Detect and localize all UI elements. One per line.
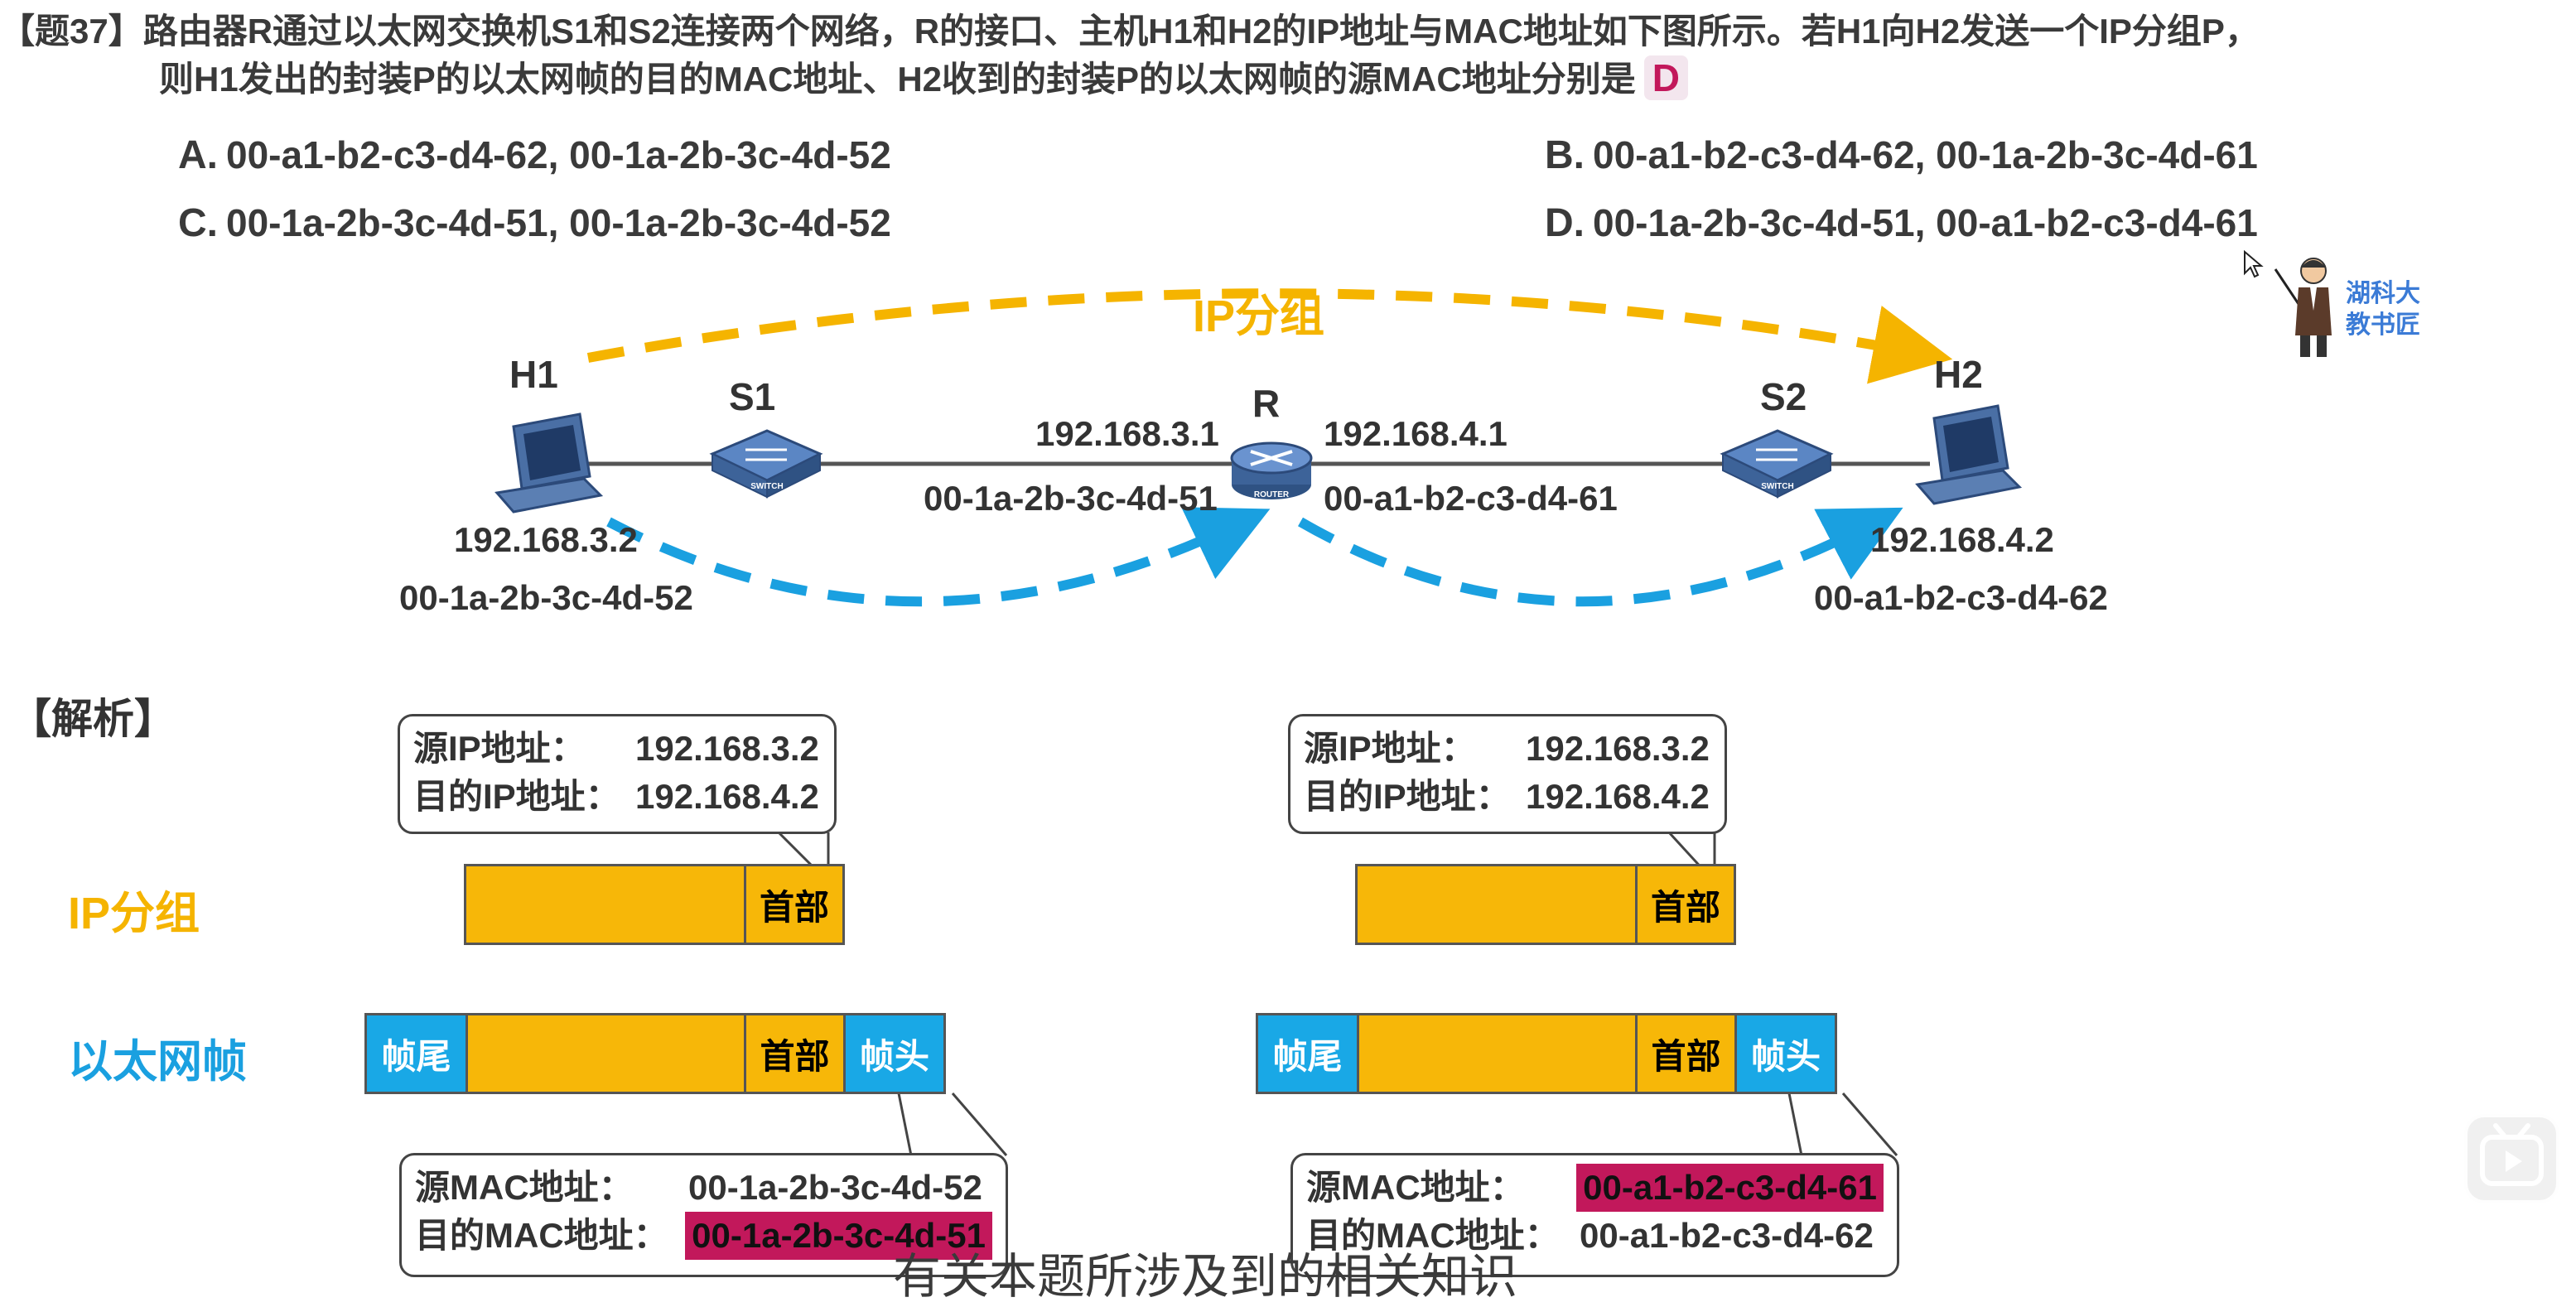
right-frame-tail-cell: 帧尾 [1258,1015,1359,1092]
host-h2-icon [1915,404,2023,505]
right-mac-callout-pointer [1787,1092,1835,1157]
option-b: B.00-a1-b2-c3-d4-62, 00-1a-2b-3c-4d-61 [1545,133,2258,178]
left-frame-bar: 帧尾 首部 帧头 [364,1013,946,1094]
option-a: A.00-a1-b2-c3-d4-62, 00-1a-2b-3c-4d-52 [178,133,891,178]
video-subtitle: 有关本题所涉及到的相关知识 [893,1250,1518,1304]
play-button[interactable] [2464,1114,2559,1203]
h2-ip: 192.168.4.2 [1870,520,2054,559]
right-src-mac-label: 源MAC地址： [1306,1168,1525,1207]
right-dst-mac-label: 目的MAC地址： [1306,1216,1560,1255]
left-src-ip-value: 192.168.3.2 [635,729,819,768]
right-dst-mac-row: 目的MAC地址： 00-a1-b2-c3-d4-62 [1306,1212,1884,1260]
option-a-letter: A. [178,133,218,177]
right-dst-ip-label: 目的IP地址： [1304,777,1511,816]
play-icon [2480,1123,2544,1186]
right-dst-ip-row: 目的IP地址： 192.168.4.2 [1304,773,1711,821]
frame-row-label: 以太网帧 [68,1037,247,1087]
right-mac-callout-pointer-edge [1841,1092,1898,1156]
question-line-2: 则H1发出的封装P的以太网帧的目的MAC地址、H2收到的封装P的以太网帧的源MA… [159,51,1688,102]
right-dst-mac-value: 00-a1-b2-c3-d4-62 [1580,1216,1874,1255]
left-src-ip-row: 源IP地址： 192.168.3.2 [413,725,821,773]
option-b-text: 00-a1-b2-c3-d4-62, 00-1a-2b-3c-4d-61 [1593,133,2258,176]
left-dst-ip-row: 目的IP地址： 192.168.4.2 [413,773,821,821]
left-dst-ip-label: 目的IP地址： [413,777,620,816]
right-mac-callout: 源MAC地址： 00-a1-b2-c3-d4-61 目的MAC地址： 00-a1-b… [1290,1153,1899,1277]
left-mac-callout-pointer [897,1092,944,1157]
h1-ip: 192.168.3.2 [454,520,638,559]
teacher-caption-line-1: 湖科大 [2346,280,2420,307]
left-src-mac-row: 源MAC地址： 00-1a-2b-3c-4d-52 [415,1164,992,1212]
question-line-1: 【题37】路由器R通过以太网交换机S1和S2连接两个网络，R的接口、主机H1和H… [0,12,2260,51]
ip-packet-label: IP分组 [1193,292,1325,341]
option-c-text: 00-1a-2b-3c-4d-51, 00-1a-2b-3c-4d-52 [226,201,891,244]
answer-badge: D [1643,55,1688,100]
frame-arrow-right [1298,507,1903,607]
left-mac-callout-pointer-edge [951,1092,1008,1156]
right-frame-bar: 帧尾 首部 帧头 [1256,1013,1837,1094]
switch-s2-caption: SWITCH [1761,482,1793,491]
option-a-text: 00-a1-b2-c3-d4-62, 00-1a-2b-3c-4d-52 [226,133,891,176]
right-src-mac-value: 00-a1-b2-c3-d4-61 [1576,1164,1884,1212]
option-d-text: 00-1a-2b-3c-4d-51, 00-a1-b2-c3-d4-61 [1593,201,2258,244]
right-src-ip-label: 源IP地址： [1304,729,1476,768]
switch-s1-icon [709,429,823,499]
left-src-ip-label: 源IP地址： [413,729,586,768]
h1-mac: 00-1a-2b-3c-4d-52 [399,578,693,617]
analysis-title: 【解析】 [10,696,176,742]
left-dst-ip-value: 192.168.4.2 [635,777,819,816]
r-ip-left: 192.168.3.1 [1035,414,1219,453]
r-name: R [1252,382,1281,425]
left-dst-mac-row: 目的MAC地址： 00-1a-2b-3c-4d-51 [415,1212,992,1260]
right-frame-ip-header-cell: 首部 [1635,1015,1734,1092]
option-c: C.00-1a-2b-3c-4d-51, 00-1a-2b-3c-4d-52 [178,200,891,246]
frame-arrow-left [606,507,1271,607]
s1-name: S1 [729,375,776,418]
mouse-cursor-icon [2244,250,2264,278]
left-frame-ip-header-cell: 首部 [744,1015,843,1092]
right-dst-ip-value: 192.168.4.2 [1526,777,1710,816]
router-r-caption: ROUTER [1254,490,1290,499]
option-d: D.00-1a-2b-3c-4d-51, 00-a1-b2-c3-d4-61 [1545,200,2258,246]
left-ip-header-cell: 首部 [744,866,842,943]
option-d-letter: D. [1545,201,1585,245]
r-ip-right: 192.168.4.1 [1324,414,1507,453]
right-src-ip-row: 源IP地址： 192.168.3.2 [1304,725,1711,773]
right-ip-header-cell: 首部 [1635,866,1734,943]
router-r-icon [1230,441,1313,499]
option-c-letter: C. [178,201,218,245]
switch-s2-icon [1720,429,1834,499]
right-frame-head-cell: 帧头 [1734,1015,1835,1092]
s2-name: S2 [1760,375,1807,418]
left-dst-mac-value: 00-1a-2b-3c-4d-51 [685,1212,992,1260]
r-mac-right: 00-a1-b2-c3-d4-61 [1324,479,1618,518]
ip-packet-row-label: IP分组 [68,889,200,938]
left-src-mac-label: 源MAC地址： [415,1168,634,1207]
left-mac-callout: 源MAC地址： 00-1a-2b-3c-4d-52 目的MAC地址： 00-1a-2… [399,1153,1008,1277]
left-src-mac-value: 00-1a-2b-3c-4d-52 [688,1168,982,1207]
left-ip-callout: 源IP地址： 192.168.3.2 目的IP地址： 192.168.4.2 [398,714,837,834]
question-line-2-text: 则H1发出的封装P的以太网帧的目的MAC地址、H2收到的封装P的以太网帧的源MA… [159,60,1636,99]
option-b-letter: B. [1545,133,1585,177]
right-src-ip-value: 192.168.3.2 [1526,729,1710,768]
network-diagram: SWITCH ROUTER SWITCH [494,288,2023,607]
h2-name: H2 [1934,353,1983,396]
switch-s1-caption: SWITCH [750,482,783,491]
right-ip-packet-bar: 首部 [1355,864,1736,945]
right-ip-callout: 源IP地址： 192.168.3.2 目的IP地址： 192.168.4.2 [1288,714,1727,834]
left-dst-mac-label: 目的MAC地址： [415,1216,668,1255]
h1-name: H1 [509,353,558,396]
teacher-mascot-icon [2274,258,2332,357]
r-mac-left: 00-1a-2b-3c-4d-51 [924,479,1218,518]
left-frame-head-cell: 帧头 [843,1015,943,1092]
left-ip-packet-bar: 首部 [464,864,845,945]
host-h1-icon [494,412,604,514]
teacher-caption-line-2: 教书匠 [2346,311,2420,339]
left-frame-tail-cell: 帧尾 [367,1015,468,1092]
ip-packet-arrow [586,288,1953,384]
h2-mac: 00-a1-b2-c3-d4-62 [1814,578,2108,617]
teacher-caption: 湖科大 教书匠 [2346,278,2420,341]
right-src-mac-row: 源MAC地址： 00-a1-b2-c3-d4-61 [1306,1164,1884,1212]
